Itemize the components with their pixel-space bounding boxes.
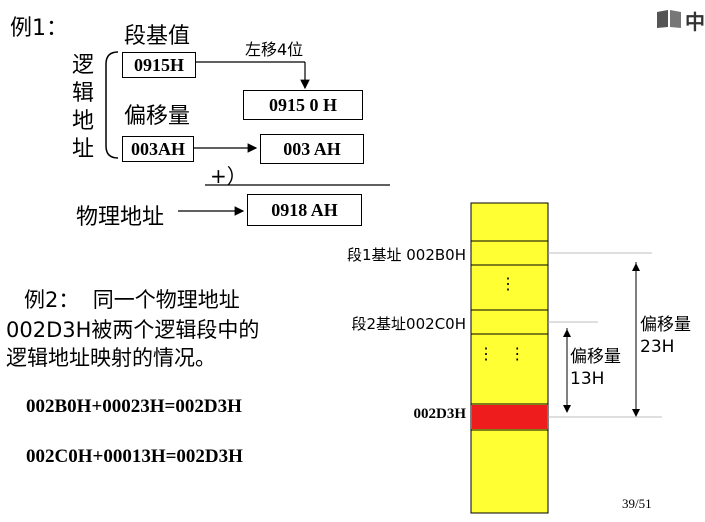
segment-base-label: 段基值 (124, 24, 191, 49)
example1-title: 例1： (10, 16, 68, 41)
logical-address-label: 逻 辑 地 址 (71, 53, 94, 162)
segment2-base-label: 段2基址002C0H (351, 315, 466, 333)
example2-line3: 逻辑地址映射的情况。 (6, 346, 216, 370)
physical-value-box: 0918 AH (247, 194, 362, 226)
memory-column (470, 202, 549, 514)
offset-value-box: 003AH (122, 136, 194, 162)
memory-dots-2: ⋮ ⋮ (478, 344, 526, 363)
offset-23h-label: 偏移量 23H (640, 315, 691, 357)
target-cell (472, 405, 547, 429)
segment-value-box: 0915H (122, 52, 196, 78)
formula-2: 002C0H+00013H=002D3H (26, 446, 243, 467)
shift-label: 左移4位 (245, 40, 304, 59)
book-icon (656, 9, 682, 33)
logo: 中 (656, 6, 705, 35)
plus-label: +） (210, 164, 247, 188)
example2-line1: 例2： 同一个物理地址 (24, 288, 240, 312)
offset-result-box: 003 AH (260, 134, 364, 164)
target-address-label: 002D3H (413, 406, 467, 422)
segment1-base-label: 段1基址 002B0H (346, 246, 466, 264)
offset-label: 偏移量 (124, 104, 191, 129)
logo-text: 中 (685, 10, 705, 34)
memory-dots-1: ⋮ (500, 274, 516, 293)
shifted-value-box: 0915 0 H (243, 90, 363, 120)
formula-1: 002B0H+00023H=002D3H (26, 396, 242, 417)
physical-address-label: 物理地址 (76, 205, 165, 230)
page-number: 39/51 (622, 496, 652, 511)
offset-13h-label: 偏移量 13H (570, 347, 621, 389)
example2-line2: 002D3H被两个逻辑段中的 (6, 318, 260, 342)
